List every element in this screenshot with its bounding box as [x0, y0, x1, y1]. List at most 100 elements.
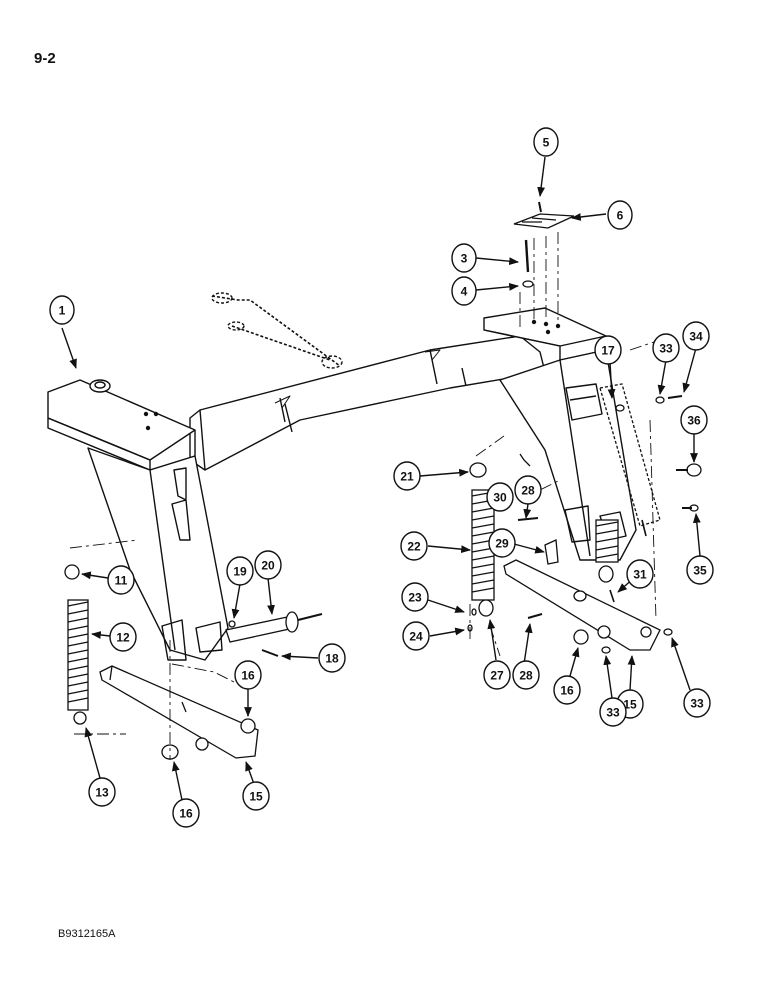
svg-text:22: 22 — [407, 540, 421, 554]
svg-text:35: 35 — [693, 564, 707, 578]
leader-1 — [61, 327, 77, 369]
bushing-left-b — [195, 737, 209, 751]
leader-28a — [523, 503, 532, 519]
bolt-18 — [261, 649, 279, 657]
leader-3 — [475, 257, 519, 266]
svg-text:16: 16 — [241, 669, 255, 683]
callout-1: 1 — [49, 295, 75, 325]
screw-5 — [538, 201, 542, 213]
spring-left — [67, 599, 89, 711]
callout-18: 18 — [318, 643, 346, 673]
phantom-lines — [69, 232, 661, 760]
leader-19 — [231, 583, 241, 619]
leader-15a — [245, 761, 255, 785]
pin-28-lower — [527, 613, 543, 619]
frame-assembly — [47, 292, 637, 661]
svg-text:3: 3 — [461, 252, 468, 266]
callout-35: 35 — [686, 555, 714, 585]
callout-19: 19 — [226, 556, 254, 586]
link-chain — [599, 383, 661, 527]
leader-33c — [671, 637, 691, 691]
cross-beam — [189, 335, 546, 471]
callout-34: 34 — [682, 321, 710, 351]
callout-12: 12 — [109, 622, 137, 652]
tie-rod — [211, 295, 341, 367]
callout-33c: 33 — [683, 688, 711, 718]
leader-35 — [692, 513, 701, 557]
svg-text:13: 13 — [95, 786, 109, 800]
svg-text:23: 23 — [408, 591, 422, 605]
leader-34 — [682, 347, 697, 393]
leader-23 — [427, 599, 465, 613]
svg-text:20: 20 — [261, 559, 275, 573]
axle-arm-right — [503, 559, 661, 651]
callout-24: 24 — [402, 621, 430, 651]
leader-21 — [419, 468, 469, 477]
callout-5: 5 — [533, 127, 559, 157]
figure-code: B9312165A — [58, 928, 116, 940]
leader-15b — [627, 655, 636, 691]
callout-11: 11 — [107, 565, 135, 595]
bump-stop-right — [469, 462, 487, 478]
callout-4: 4 — [451, 276, 477, 306]
svg-text:12: 12 — [116, 631, 130, 645]
callout-36: 36 — [680, 405, 708, 435]
left-suspension — [64, 564, 589, 760]
callout-20: 20 — [254, 550, 282, 580]
leader-33a — [657, 359, 667, 395]
callout-30: 30 — [486, 482, 514, 512]
bump-stop-left — [64, 564, 80, 580]
svg-text:16: 16 — [560, 684, 574, 698]
svg-text:19: 19 — [233, 565, 247, 579]
bushing-right-d — [573, 590, 587, 602]
leader-12 — [91, 631, 111, 639]
leader-18 — [281, 652, 319, 661]
left-upright-top — [47, 379, 196, 461]
svg-text:30: 30 — [493, 491, 507, 505]
bushing-right-a — [573, 629, 589, 645]
svg-text:21: 21 — [400, 470, 414, 484]
leader-28b — [523, 623, 533, 665]
leader-33b — [603, 655, 613, 699]
leader-5 — [537, 156, 546, 197]
leader-27 — [487, 619, 497, 661]
callout-6: 6 — [607, 200, 633, 230]
callout-13: 13 — [88, 777, 116, 807]
svg-text:6: 6 — [617, 209, 624, 223]
callout-27: 27 — [483, 660, 511, 690]
left-leg — [87, 447, 229, 661]
svg-text:24: 24 — [409, 630, 423, 644]
top-hardware — [513, 201, 575, 288]
callout-3: 3 — [451, 243, 477, 273]
callout-16c: 16 — [553, 675, 581, 705]
callout-31: 31 — [626, 559, 654, 589]
svg-text:18: 18 — [325, 652, 339, 666]
svg-text:5: 5 — [543, 136, 550, 150]
leader-22 — [427, 545, 471, 554]
right-upright-top — [483, 307, 607, 347]
svg-text:16: 16 — [179, 807, 193, 821]
callout-badges: 1 3 4 5 6 11 12 13 15 15 16 16 16 17 18 … — [49, 127, 714, 828]
leader-24 — [429, 627, 465, 637]
axle-arm-left — [99, 665, 259, 759]
leader-20 — [267, 577, 275, 615]
callout-28b: 28 — [512, 660, 540, 690]
svg-text:33: 33 — [690, 697, 704, 711]
bolt-34 — [667, 395, 683, 399]
pin-28-upper — [517, 517, 539, 521]
clamp-plate-6 — [513, 213, 575, 229]
callout-29: 29 — [488, 528, 516, 558]
bracket-29 — [544, 539, 559, 565]
bolt-3 — [524, 239, 530, 273]
svg-text:4: 4 — [461, 285, 468, 299]
svg-text:17: 17 — [601, 344, 615, 358]
svg-text:34: 34 — [689, 330, 703, 344]
callout-16a: 16 — [234, 660, 262, 690]
page-number: 9-2 — [34, 50, 56, 67]
leader-11 — [81, 571, 109, 580]
callout-21: 21 — [393, 461, 421, 491]
eye-bolt-36 — [686, 463, 702, 477]
right-leg — [499, 349, 637, 561]
svg-text:1: 1 — [59, 304, 66, 318]
